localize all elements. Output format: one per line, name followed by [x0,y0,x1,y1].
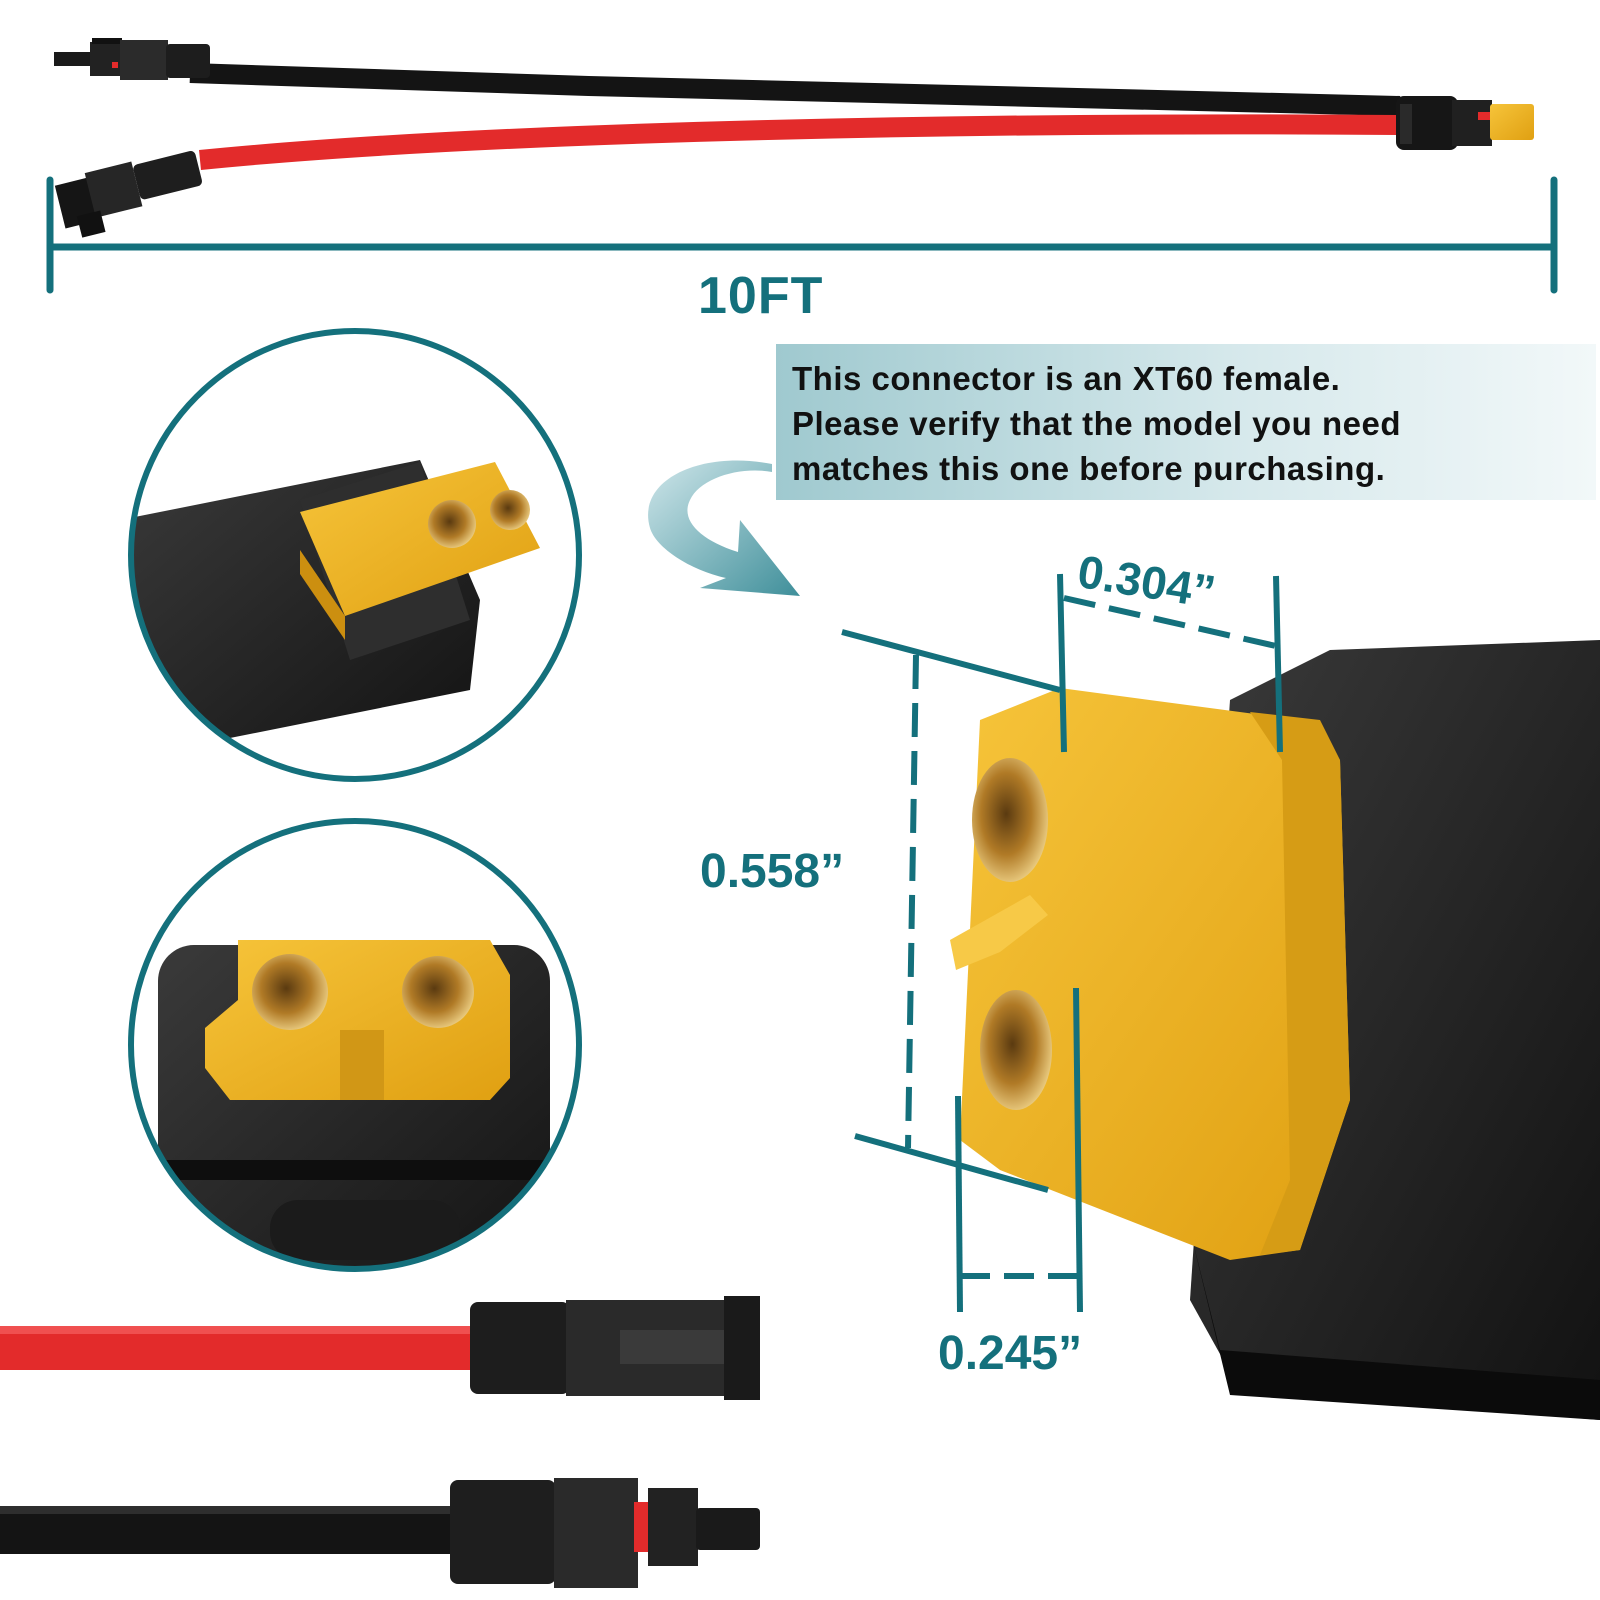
solar-connector-female-top [54,151,202,238]
black-cable-closeup [0,1478,760,1588]
note-line-1: This connector is an XT60 female. [792,360,1341,397]
black-cable [189,63,1401,116]
xt60-front-view-inset [128,818,582,1272]
red-cable-closeup [0,1296,760,1400]
length-dimension-line [46,176,1558,294]
pointer-arrow-icon [648,460,800,596]
connector-dimension-lines [841,573,1283,1313]
connector-note-box: This connector is an XT60 female. Please… [776,344,1596,500]
xt60-side-view-inset [128,328,582,782]
cable-length-label: 10FT [698,267,824,325]
pin-spacing-label: 0.245” [938,1327,1083,1380]
cable-overview [54,38,1534,238]
solar-connector-male-top [54,38,210,80]
note-line-3: matches this one before purchasing. [792,450,1386,487]
xt60-connector-overview [1396,96,1534,150]
xt60-closeup [950,640,1600,1420]
connector-height-label: 0.558” [700,845,845,898]
red-cable [199,114,1401,170]
note-line-2: Please verify that the model you need [792,405,1402,442]
